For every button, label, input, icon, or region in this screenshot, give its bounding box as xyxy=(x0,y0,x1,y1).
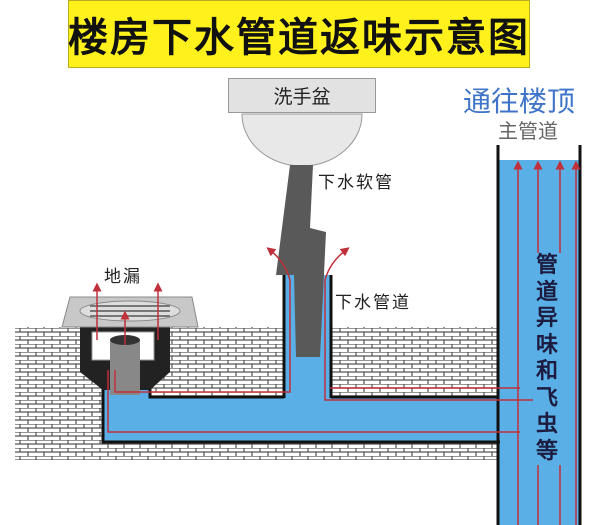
basin-label: 洗手盆 xyxy=(228,78,376,113)
basin-bowl xyxy=(241,113,363,167)
drain-pipe-label: 下水管道 xyxy=(335,293,411,313)
odor-note-label: 管道异味和飞虫等 xyxy=(533,253,561,465)
drain-hose xyxy=(276,165,326,357)
floor-drain xyxy=(61,296,199,395)
floor-drain-label: 地漏 xyxy=(104,267,142,287)
to-roof-label: 通往楼顶 xyxy=(463,85,576,118)
page-title: 楼房下水管道返味示意图 xyxy=(68,0,530,68)
main-pipe-label: 主管道 xyxy=(498,119,558,143)
hose-label: 下水软管 xyxy=(318,173,394,193)
